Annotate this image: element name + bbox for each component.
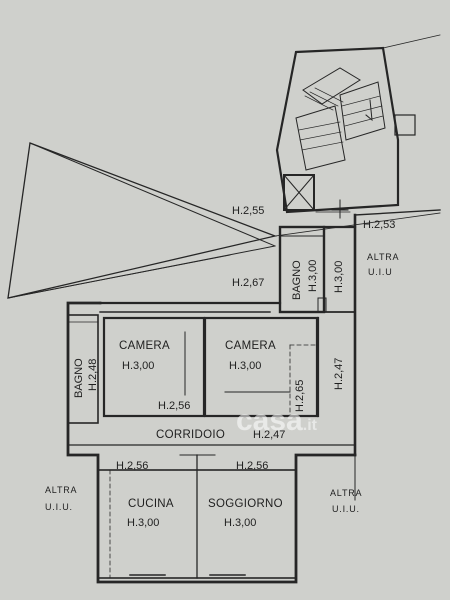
altra-uiu-left-bottom-line2: U.I.U.: [45, 502, 73, 512]
casa-it-watermark: casa.it: [236, 404, 317, 438]
bagno-left-outline: [67, 314, 99, 424]
height-label-300-right: H.3,00: [333, 260, 345, 293]
stair-flight: [295, 105, 346, 171]
terrace-roof-outline: [7, 142, 278, 299]
corridoio-name: CORRIDOIO: [156, 429, 226, 441]
altra-uiu-left-bottom-line1: ALTRA: [45, 485, 78, 495]
height-label-255: H.2,55: [232, 205, 265, 217]
bagno-top-height: H.3,00: [307, 259, 319, 292]
height-label-256-a: H.2,56: [158, 400, 191, 412]
bagno-top-name: BAGNO: [291, 260, 303, 300]
soggiorno-height: H.3,00: [224, 517, 257, 529]
height-label-247-right: H.2,47: [333, 357, 345, 390]
altra-uiu-right-bottom-line1: ALTRA: [330, 488, 363, 498]
roof-line: [29, 142, 276, 247]
camera2-name: CAMERA: [225, 340, 277, 352]
roof-line: [7, 254, 231, 299]
height-label-253: H.2,53: [363, 219, 396, 231]
camera1-name: CAMERA: [119, 340, 171, 352]
stair-arrow: [365, 99, 373, 122]
height-label-256-c: H.2,56: [236, 460, 269, 472]
elevator-shaft: [283, 174, 315, 211]
altra-uiu-right-top-line1: ALTRA: [367, 252, 400, 262]
stair-flight: [339, 81, 386, 141]
cucina-height: H.3,00: [127, 517, 160, 529]
height-label-256-b: H.2,56: [116, 460, 149, 472]
corridoio-height: H.2,47: [253, 429, 286, 441]
bagno-left-height: H.2,48: [87, 358, 99, 391]
height-label-267: H.2,67: [232, 277, 265, 289]
watermark-brand: casa: [236, 404, 303, 437]
stair-flight: [302, 67, 361, 105]
altra-uiu-right-bottom-line2: U.I.U.: [332, 504, 360, 514]
bagno-top-outline: [278, 225, 326, 314]
camera2-height: H.3,00: [229, 360, 262, 372]
watermark-suffix: .it: [302, 417, 317, 434]
roof-line: [274, 212, 441, 237]
bagno-left-name: BAGNO: [73, 358, 85, 398]
soggiorno-name: SOGGIORNO: [208, 498, 283, 510]
camera1-height: H.3,00: [122, 360, 155, 372]
altra-uiu-right-top-line2: U.I.U: [368, 267, 393, 277]
balcony-box: [394, 114, 416, 136]
cucina-name: CUCINA: [128, 498, 174, 510]
